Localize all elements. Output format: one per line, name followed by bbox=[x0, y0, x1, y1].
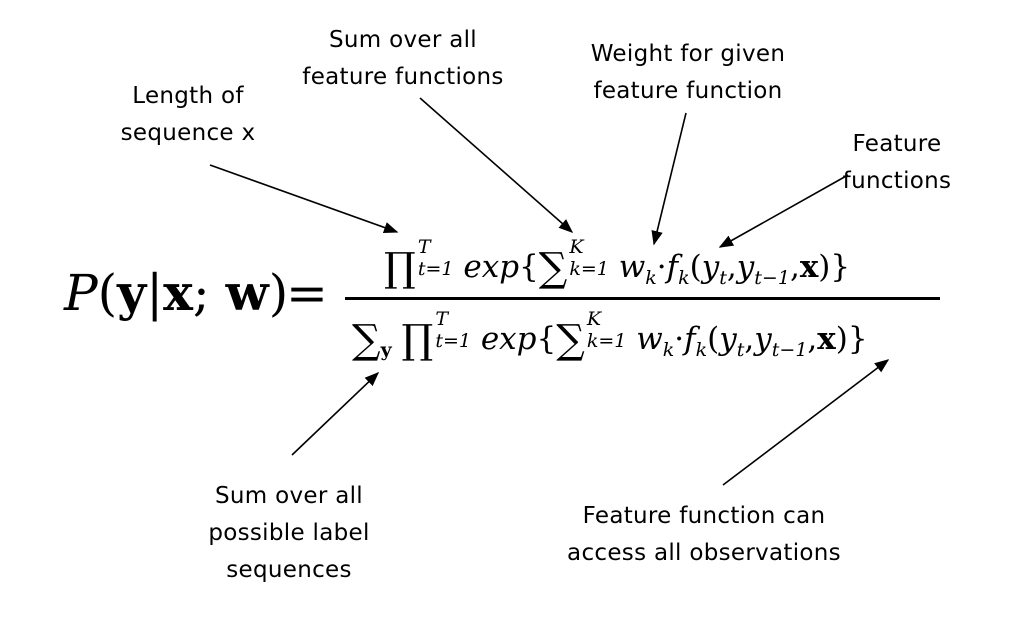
note-line: access all observations bbox=[567, 540, 841, 566]
note-weight-for-feature: Weight for given feature function bbox=[568, 36, 808, 110]
note-feature-functions: Feature functions bbox=[822, 126, 972, 200]
subscript-y: y bbox=[380, 339, 392, 362]
dot-operator: · bbox=[656, 249, 667, 285]
upper-limit: T bbox=[435, 308, 448, 330]
arrow-feature-functions bbox=[718, 174, 849, 248]
comma: , bbox=[789, 249, 800, 285]
note-sum-over-feature-functions: Sum over all feature functions bbox=[278, 22, 528, 96]
brace: } bbox=[830, 249, 851, 285]
comma: , bbox=[807, 321, 818, 357]
symbol-x: x bbox=[799, 249, 819, 285]
symbol-y: y bbox=[736, 249, 755, 285]
subscript-k: k bbox=[695, 339, 708, 362]
given-bar: | bbox=[146, 264, 164, 322]
brace: { bbox=[519, 249, 539, 285]
subscript-k: k bbox=[678, 267, 690, 290]
subscript-t-minus-1: t−1 bbox=[771, 339, 808, 362]
paren: ) bbox=[268, 264, 289, 322]
symbol-P: P bbox=[64, 264, 98, 322]
arrow-sum-over-feature-functions bbox=[419, 97, 574, 233]
note-line: Sum over all bbox=[329, 27, 477, 53]
note-line: Weight for given bbox=[590, 41, 786, 67]
note-length-of-sequence: Length of sequence x bbox=[98, 78, 278, 152]
paren: ( bbox=[689, 249, 702, 285]
note-line: sequence x bbox=[120, 120, 256, 146]
note-sum-over-label-sequences: Sum over all possible label sequences bbox=[184, 478, 394, 589]
weight-w: w bbox=[618, 249, 646, 285]
note-line: functions bbox=[842, 168, 952, 194]
note-line: Feature bbox=[852, 131, 942, 157]
note-line: sequences bbox=[226, 557, 352, 583]
comma: , bbox=[726, 249, 737, 285]
equals-sign: = bbox=[286, 264, 328, 322]
lower-limit: k=1 bbox=[586, 330, 627, 352]
upper-limit: K bbox=[569, 236, 584, 258]
arrow-weight-for-feature bbox=[651, 112, 687, 246]
exp-function: exp bbox=[463, 249, 520, 285]
sum-symbol: ∑ bbox=[538, 245, 568, 291]
paren: ) bbox=[818, 249, 831, 285]
subscript-k: k bbox=[645, 267, 657, 290]
symbol-y: y bbox=[754, 321, 772, 357]
arrow-sum-over-label-sequences bbox=[291, 372, 380, 456]
lower-limit: t=1 bbox=[435, 330, 471, 352]
product-symbol: ∏ bbox=[384, 245, 416, 291]
exp-function: exp bbox=[480, 321, 537, 357]
feature-f: f bbox=[666, 249, 679, 285]
symbol-y: y bbox=[117, 263, 147, 322]
paren: ) bbox=[835, 321, 848, 357]
symbol-x: x bbox=[817, 321, 836, 357]
brace: { bbox=[536, 321, 557, 357]
brace: } bbox=[847, 321, 868, 357]
note-line: possible label bbox=[208, 520, 370, 546]
note-line: feature functions bbox=[302, 64, 504, 90]
symbol-x: x bbox=[163, 263, 193, 322]
sum-symbol: ∑ bbox=[352, 317, 381, 363]
symbol-y: y bbox=[719, 321, 737, 357]
subscript-k: k bbox=[662, 339, 675, 362]
note-line: Feature function can bbox=[582, 503, 826, 529]
upper-limit: T bbox=[417, 236, 431, 258]
note-line: Length of bbox=[132, 83, 244, 109]
lower-limit: k=1 bbox=[569, 258, 609, 280]
paren: ( bbox=[97, 264, 118, 322]
product-symbol: ∏ bbox=[401, 317, 434, 363]
sum-symbol: ∑ bbox=[556, 317, 585, 363]
lower-limit: t=1 bbox=[417, 258, 454, 280]
comma: , bbox=[744, 321, 755, 357]
symbol-w: w bbox=[225, 263, 269, 322]
semicolon: ; bbox=[192, 264, 226, 322]
arrow-length-of-sequence bbox=[209, 164, 399, 234]
note-feature-access-observations: Feature function can access all observat… bbox=[524, 498, 884, 572]
note-line: feature function bbox=[593, 78, 783, 104]
dot-operator: · bbox=[674, 321, 685, 357]
feature-f: f bbox=[684, 321, 696, 357]
paren: ( bbox=[707, 321, 720, 357]
formula-lhs: P(y|x; w) bbox=[64, 268, 288, 319]
symbol-y: y bbox=[701, 249, 720, 285]
arrow-feature-access-observations bbox=[722, 359, 890, 486]
subscript-t: t bbox=[736, 339, 745, 362]
upper-limit: K bbox=[586, 308, 602, 330]
fraction-bar bbox=[345, 297, 940, 300]
subscript-t: t bbox=[719, 267, 727, 290]
weight-w: w bbox=[636, 321, 663, 357]
subscript-t-minus-1: t−1 bbox=[754, 267, 790, 290]
note-line: Sum over all bbox=[215, 483, 363, 509]
